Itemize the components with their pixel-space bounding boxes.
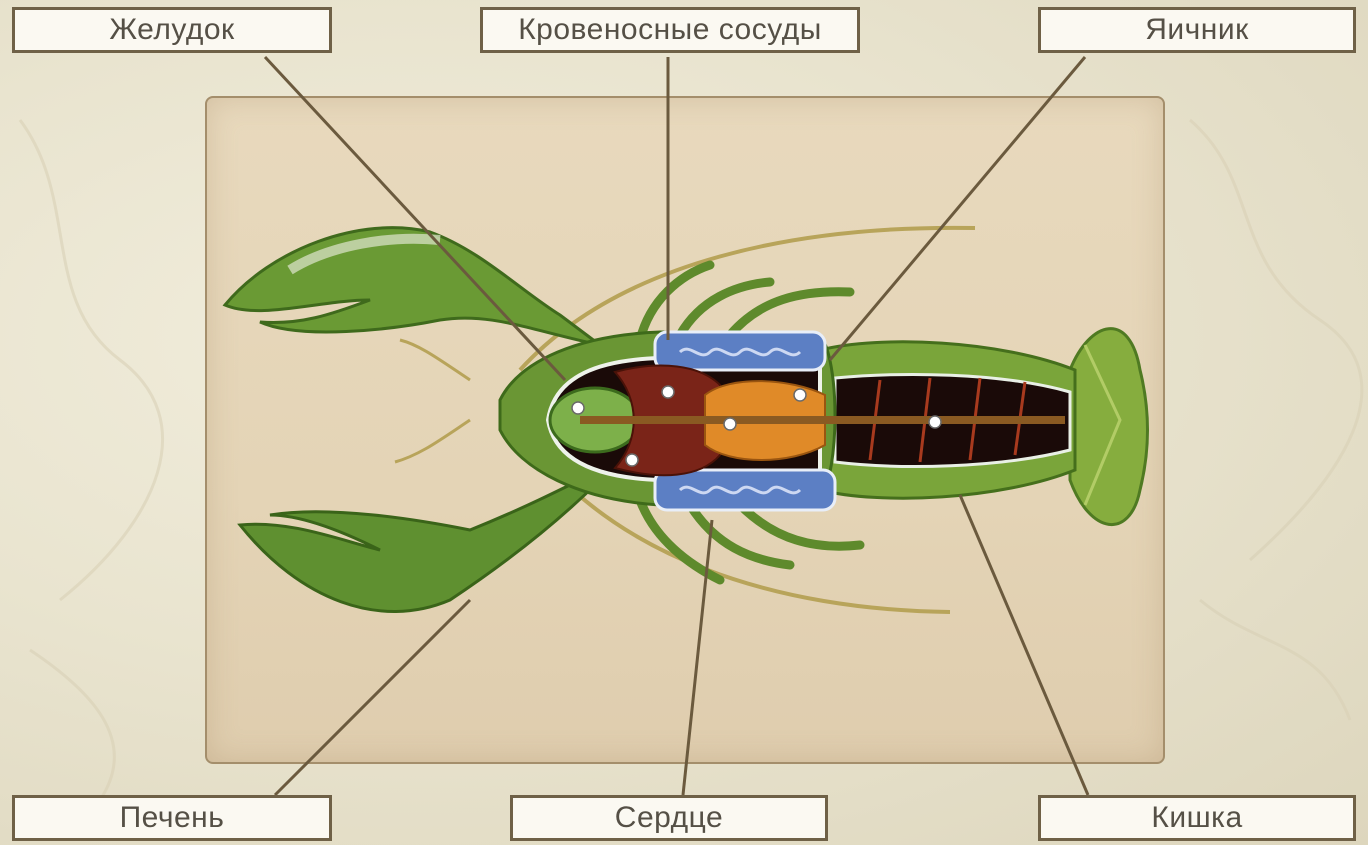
label-heart: Сердце: [510, 795, 828, 841]
leader-line-liver: [275, 600, 470, 795]
label-blood-vessels: Кровеносные сосуды: [480, 7, 860, 53]
label-stomach: Желудок: [12, 7, 332, 53]
lower-claw: [240, 470, 600, 611]
upper-claw: [225, 228, 600, 345]
label-gut: Кишка: [1038, 795, 1356, 841]
label-liver: Печень: [12, 795, 332, 841]
leader-line-gut: [960, 495, 1088, 795]
tail-fan: [1070, 329, 1148, 525]
label-ovary: Яичник: [1038, 7, 1356, 53]
leader-line-ovary: [830, 57, 1085, 360]
